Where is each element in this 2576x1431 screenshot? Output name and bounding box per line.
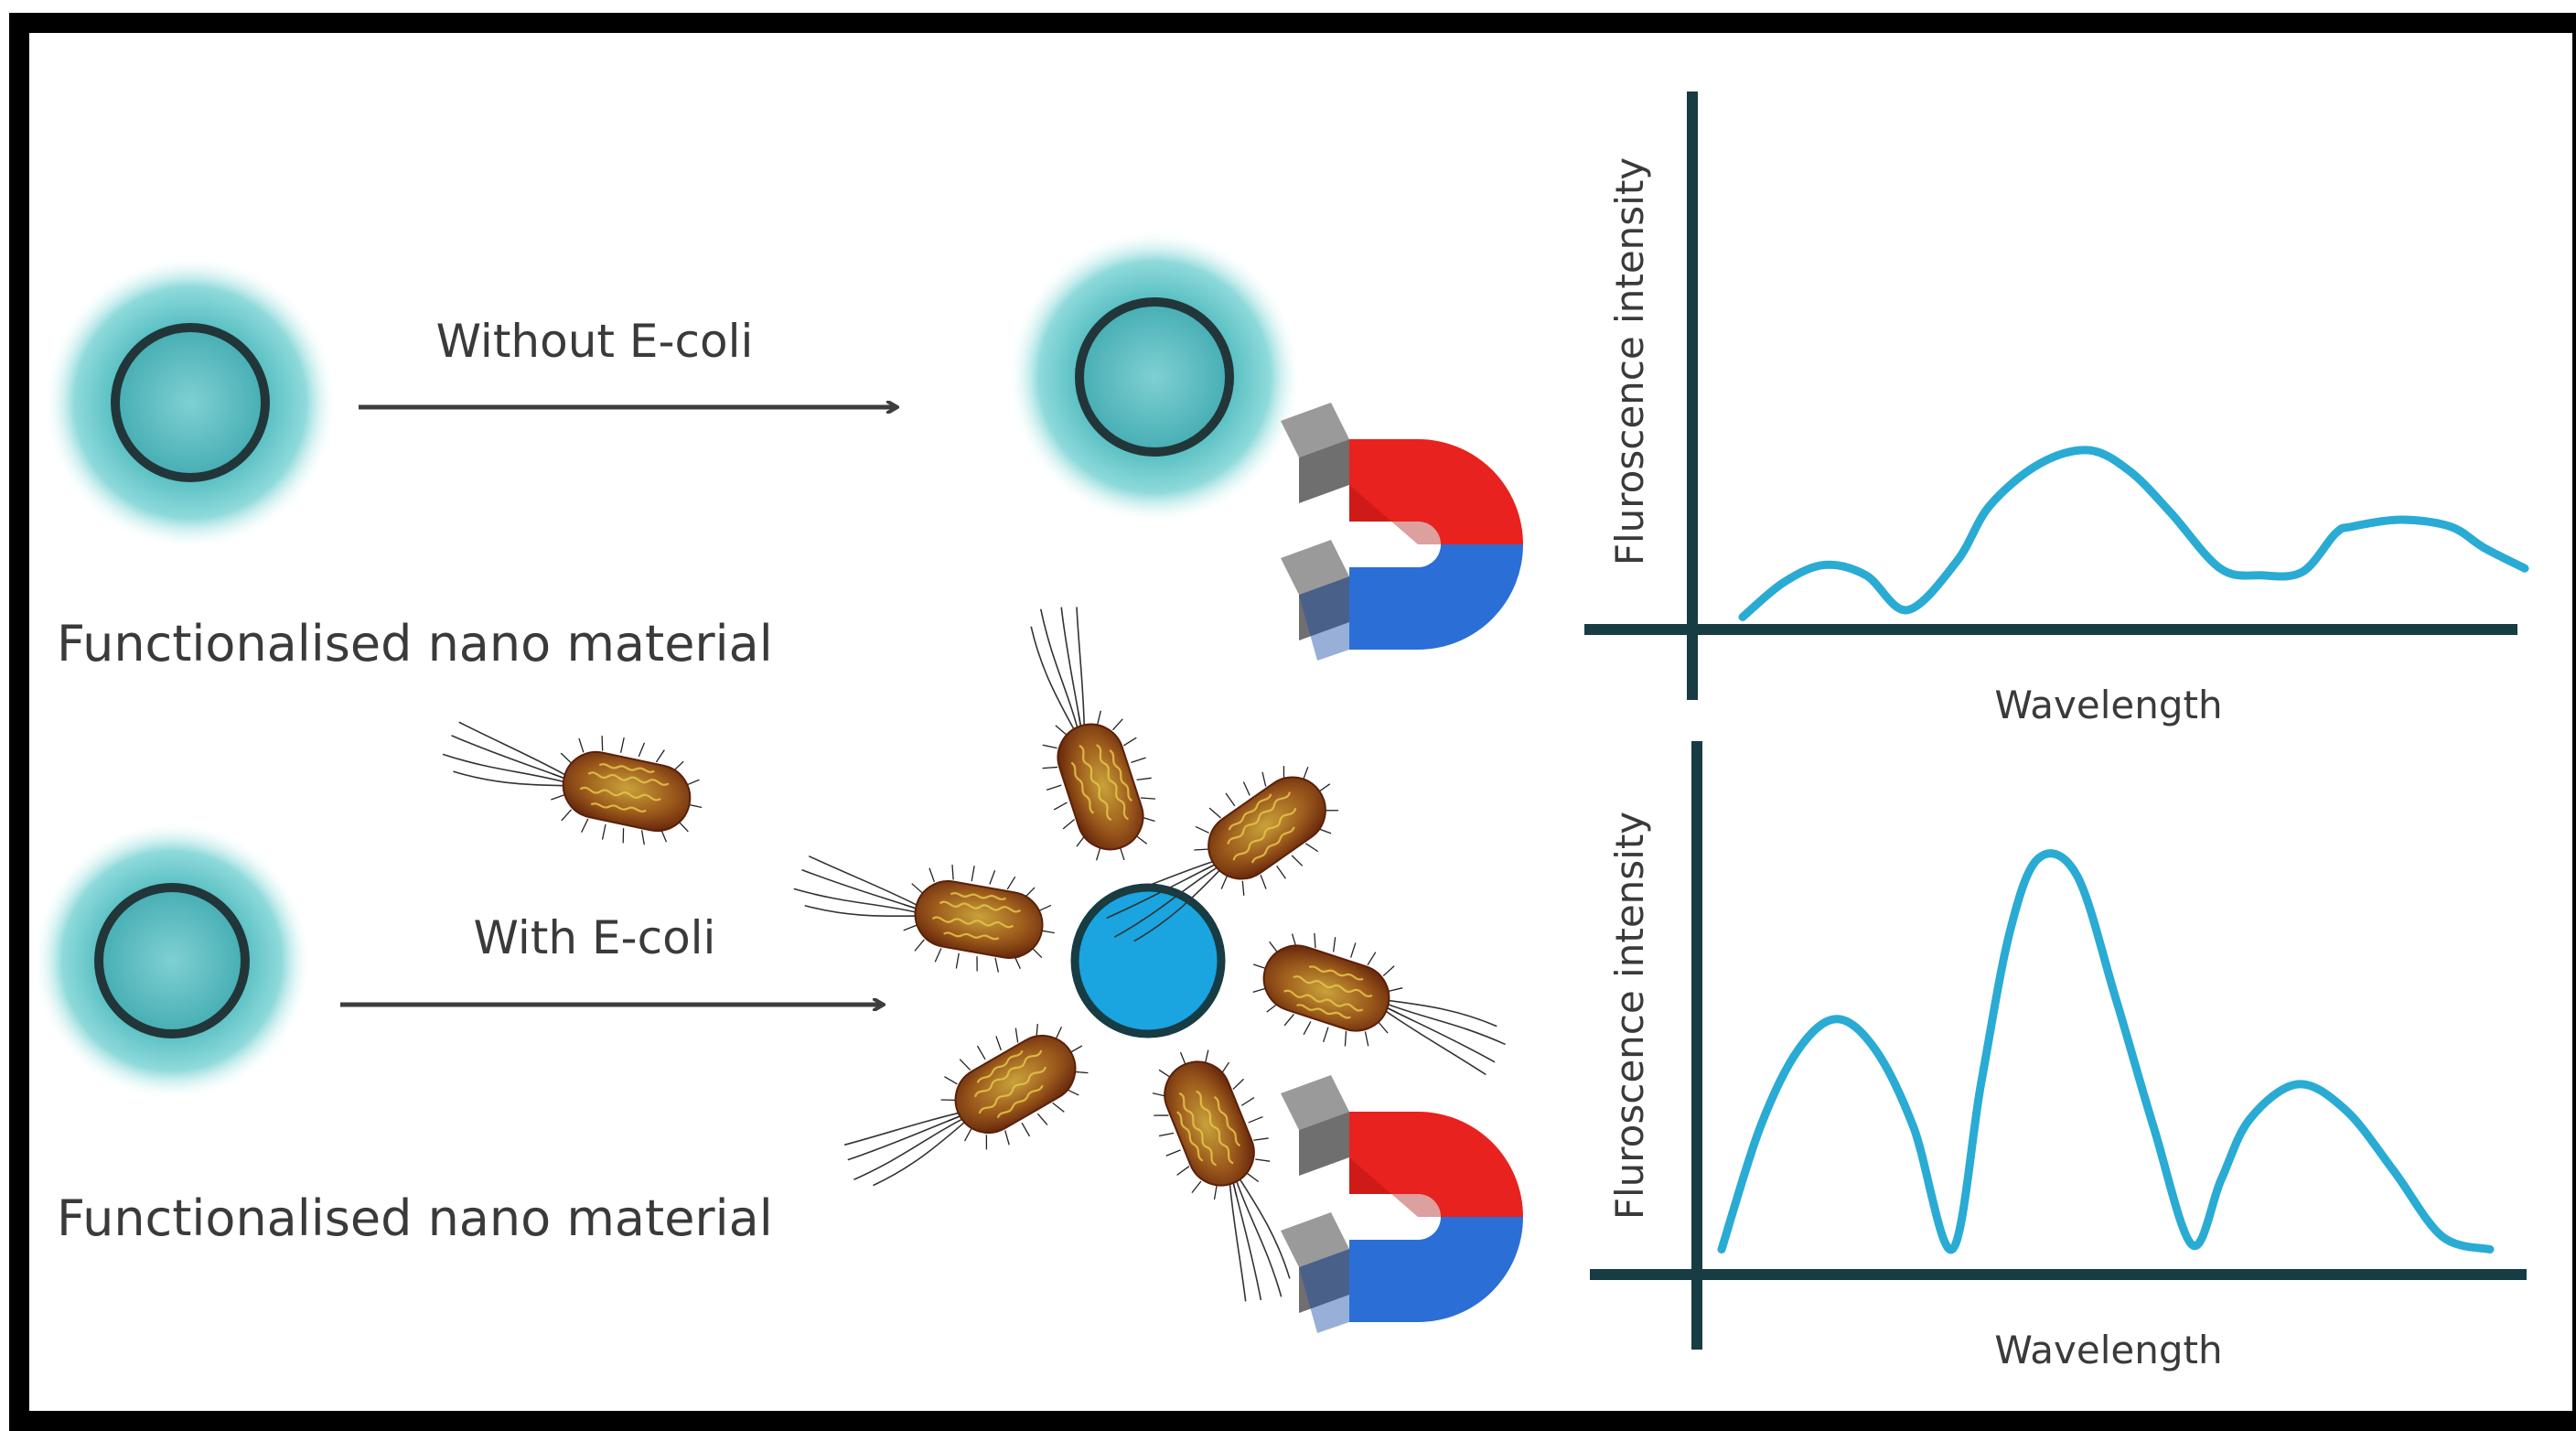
xlabel-bottom: Wavelength bbox=[1994, 1328, 2222, 1372]
nanoparticle-icon bbox=[1010, 232, 1299, 522]
arrow-label-with-ecoli: With E-coli bbox=[474, 911, 716, 964]
nanoparticle-icon bbox=[46, 258, 335, 547]
material-label-top: Functionalised nano material bbox=[57, 615, 773, 672]
bacterium-icon bbox=[1131, 1031, 1329, 1318]
magnet-icon bbox=[1281, 403, 1523, 661]
material-label-bottom: Functionalised nano material bbox=[57, 1189, 773, 1247]
bacterium-icon bbox=[431, 700, 714, 860]
chart-top: Wavelength Fluroscence intensity bbox=[1584, 91, 2529, 727]
bacterium-icon bbox=[992, 591, 1175, 877]
ylabel-top: Fluroscence intensity bbox=[1607, 157, 1652, 565]
series-line-top bbox=[1738, 446, 2529, 621]
captured-particle bbox=[1070, 883, 1226, 1038]
bacterium-icon bbox=[1236, 913, 1522, 1097]
magnet-icon bbox=[1281, 1075, 1523, 1333]
bacterium-icon bbox=[784, 834, 1065, 985]
xlabel-top: Wavelength bbox=[1994, 683, 2222, 727]
nanoparticle-icon bbox=[35, 823, 309, 1098]
chart-bottom: Wavelength Fluroscence intensity bbox=[1590, 741, 2527, 1372]
arrow-label-without-ecoli: Without E-coli bbox=[436, 315, 754, 368]
ylabel-bottom: Fluroscence intensity bbox=[1607, 812, 1652, 1220]
series-line-bottom bbox=[1717, 849, 2495, 1254]
bacterium-icon bbox=[825, 999, 1110, 1224]
